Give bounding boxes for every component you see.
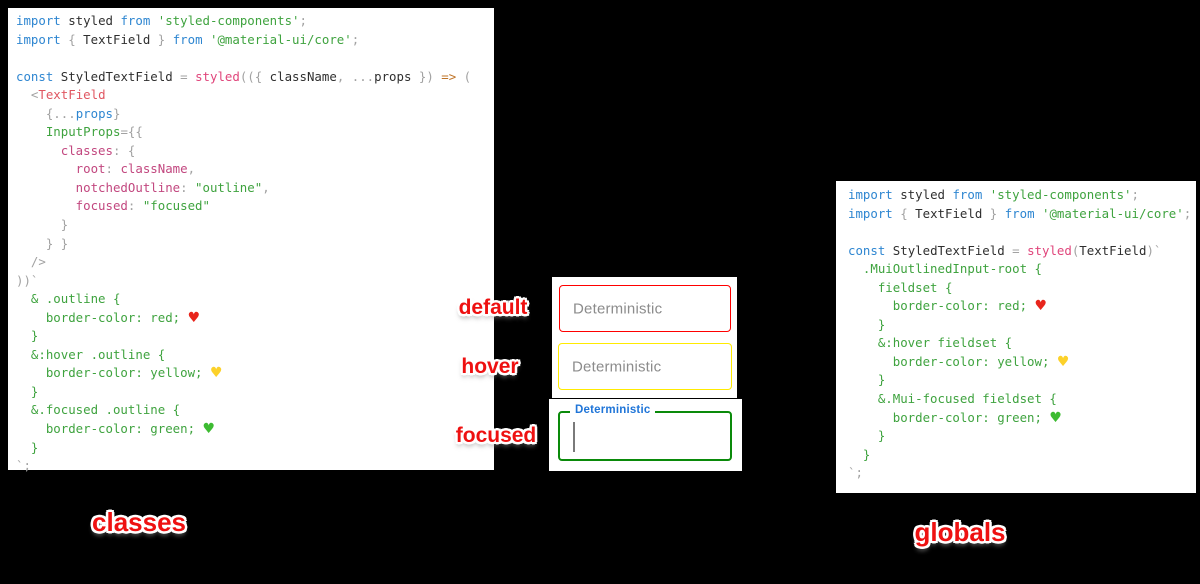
code-block-classes: import styled from 'styled-components';i… bbox=[16, 13, 472, 474]
code-panel-globals: import styled from 'styled-components';i… bbox=[836, 181, 1196, 493]
textfield-placeholder: Deterministic bbox=[572, 358, 662, 375]
state-label-hover: hover bbox=[461, 355, 519, 378]
state-label-focused: focused bbox=[455, 424, 537, 447]
textfield-placeholder: Deterministic bbox=[573, 300, 663, 317]
code-block-globals: import styled from 'styled-components';i… bbox=[848, 187, 1192, 481]
caption-globals: globals bbox=[914, 517, 1006, 547]
state-label-default: default bbox=[458, 296, 528, 319]
textfield-default[interactable]: Deterministic bbox=[559, 285, 731, 332]
code-panel-classes: import styled from 'styled-components';i… bbox=[8, 8, 494, 473]
text-cursor bbox=[573, 422, 575, 452]
textfield-hover[interactable]: Deterministic bbox=[558, 343, 732, 390]
caption-classes: classes bbox=[92, 507, 186, 537]
textfield-floating-label: Deterministic bbox=[570, 404, 656, 416]
textfield-focused[interactable]: Deterministic bbox=[558, 404, 732, 461]
